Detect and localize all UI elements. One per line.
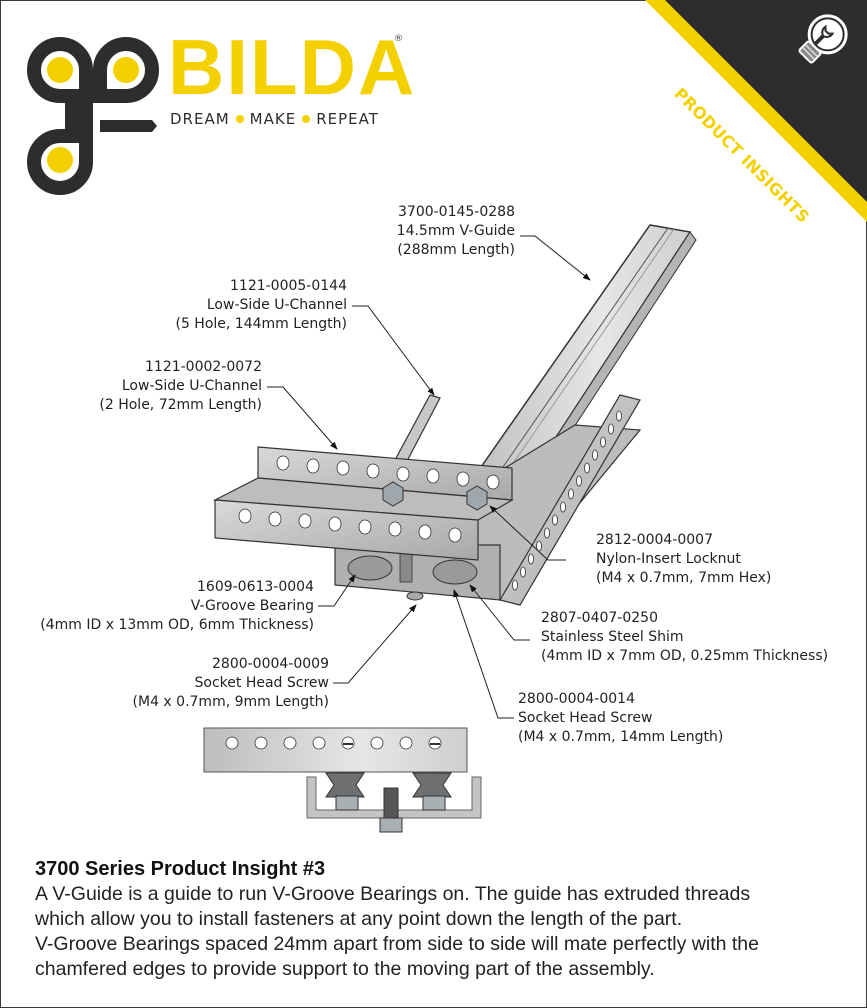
tagline-word: REPEAT	[316, 110, 379, 128]
part-spec: (2 Hole, 72mm Length)	[99, 397, 262, 413]
part-name: Nylon-Insert Locknut	[596, 551, 741, 567]
front-view-detail	[203, 727, 482, 833]
tagline-word: DREAM	[170, 110, 230, 128]
part-number: 1121-0002-0072	[145, 359, 262, 375]
callout-screw-9mm: 2800-0004-0009 Socket Head Screw (M4 x 0…	[133, 655, 329, 712]
tagline-dot	[302, 114, 311, 123]
registered-mark: ®	[394, 34, 403, 44]
u-channel-72mm	[212, 446, 514, 561]
tagline-dot	[235, 114, 244, 123]
part-spec: (M4 x 0.7mm, 14mm Length)	[518, 729, 724, 745]
part-spec: (4mm ID x 7mm OD, 0.25mm Thickness)	[541, 648, 829, 664]
part-spec: (5 Hole, 144mm Length)	[175, 316, 347, 332]
part-name: Low-Side U-Channel	[121, 378, 262, 394]
part-spec: (M4 x 0.7mm, 9mm Length)	[132, 694, 329, 710]
insight-description: A V-Guide is a guide to run V-Groove Bea…	[35, 882, 855, 982]
tagline-word: MAKE	[249, 110, 297, 128]
part-name: V-Groove Bearing	[190, 598, 314, 614]
part-number: 2800-0004-0009	[212, 656, 329, 672]
callout-v-guide: 3700-0145-0288 14.5mm V-Guide (288mm Len…	[397, 203, 515, 260]
part-name: 14.5mm V-Guide	[396, 223, 515, 239]
part-spec: (288mm Length)	[397, 242, 515, 258]
callout-shim: 2807-0407-0250 Stainless Steel Shim (4mm…	[541, 609, 828, 666]
part-number: 2812-0004-0007	[596, 532, 713, 548]
gobilda-logo-mark	[27, 37, 159, 195]
part-number: 1121-0005-0144	[230, 278, 347, 294]
part-spec: (4mm ID x 13mm OD, 6mm Thickness)	[40, 617, 314, 633]
callout-u-channel-72: 1121-0002-0072 Low-Side U-Channel (2 Hol…	[99, 358, 262, 415]
leader-lines	[267, 235, 591, 719]
part-number: 3700-0145-0288	[398, 204, 515, 220]
description-line: A V-Guide is a guide to run V-Groove Bea…	[35, 883, 751, 905]
callout-u-channel-144: 1121-0005-0144 Low-Side U-Channel (5 Hol…	[175, 277, 347, 334]
callout-locknut: 2812-0004-0007 Nylon-Insert Locknut (M4 …	[596, 531, 771, 588]
part-spec: (M4 x 0.7mm, 7mm Hex)	[596, 570, 772, 586]
lightbulb-wrench-icon	[798, 14, 848, 64]
callout-screw-14mm: 2800-0004-0014 Socket Head Screw (M4 x 0…	[518, 690, 723, 747]
part-number: 2800-0004-0014	[518, 691, 635, 707]
brand-tagline: DREAM MAKE REPEAT	[170, 110, 379, 128]
part-name: Low-Side U-Channel	[206, 297, 347, 313]
part-name: Socket Head Screw	[194, 675, 329, 691]
description-line: which allow you to install fasteners at …	[35, 908, 683, 930]
description-line: V-Groove Bearings spaced 24mm apart from…	[35, 933, 759, 955]
part-number: 2807-0407-0250	[541, 610, 658, 626]
brand-wordmark: BILDA	[168, 23, 417, 111]
insight-title: 3700 Series Product Insight #3	[35, 858, 326, 880]
callout-v-groove-bearing: 1609-0613-0004 V-Groove Bearing (4mm ID …	[40, 578, 314, 635]
description-line: chamfered edges to provide support to th…	[35, 958, 655, 980]
part-number: 1609-0613-0004	[197, 579, 314, 595]
part-name: Socket Head Screw	[518, 710, 653, 726]
part-name: Stainless Steel Shim	[541, 629, 684, 645]
